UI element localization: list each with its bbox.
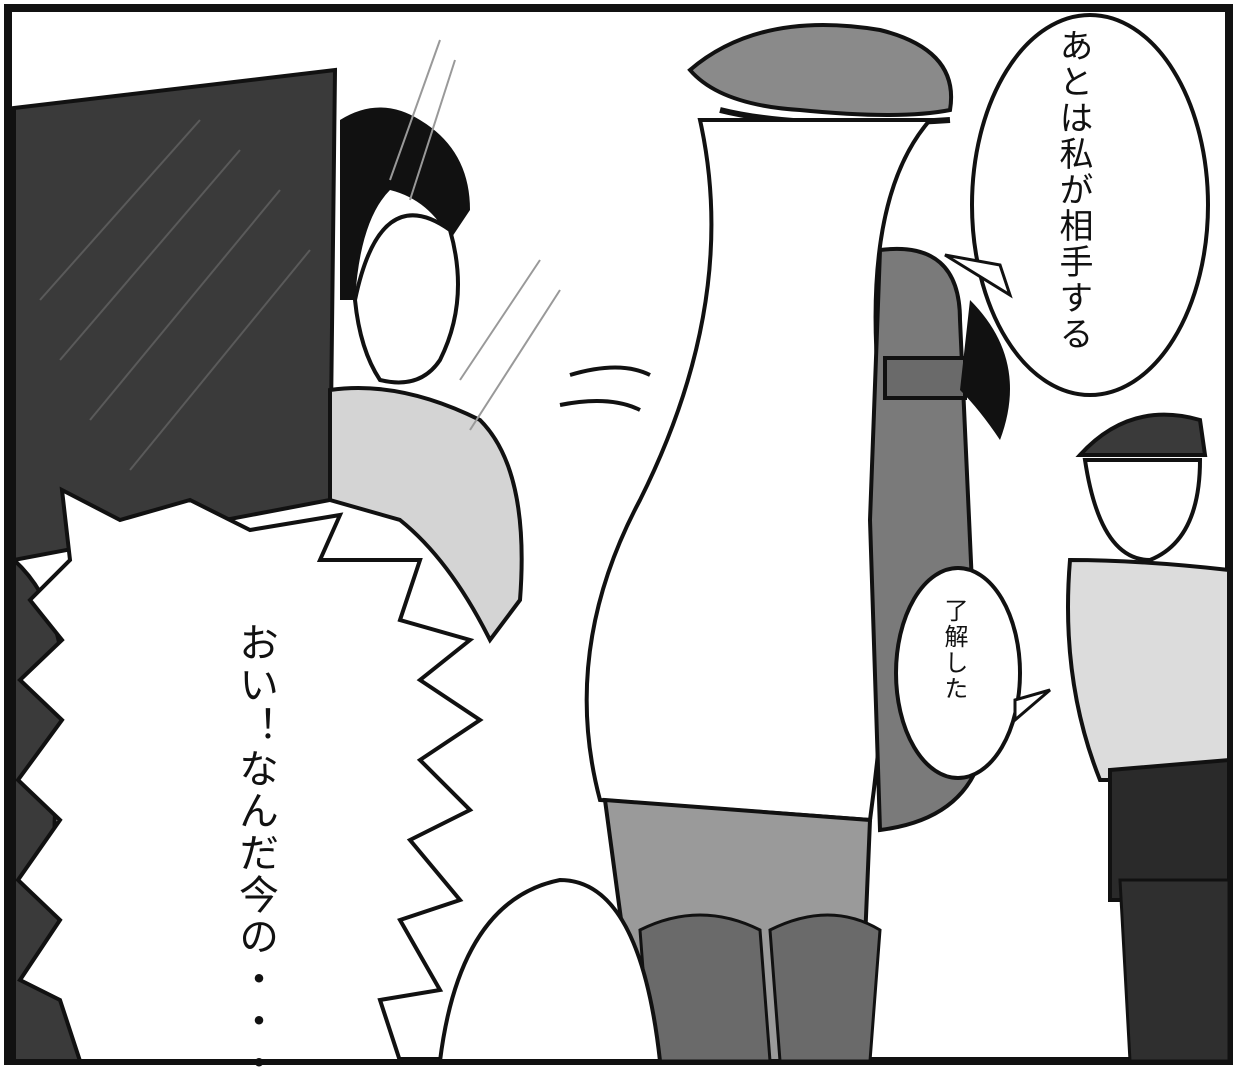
foreground-shape [437,877,663,1063]
right-girl [1066,412,1231,1063]
shout-bubble-text: おい！なんだ今の・・・ [232,622,278,1084]
speech-bubble-2 [894,566,1051,780]
speech-bubble-2-text: 了解した [940,598,968,702]
shout-bubble [15,486,484,1063]
man-figure [328,39,561,644]
speech-bubble-1-text: あとは私が相手する [1053,28,1093,352]
speech-bubble-1 [944,13,1210,397]
